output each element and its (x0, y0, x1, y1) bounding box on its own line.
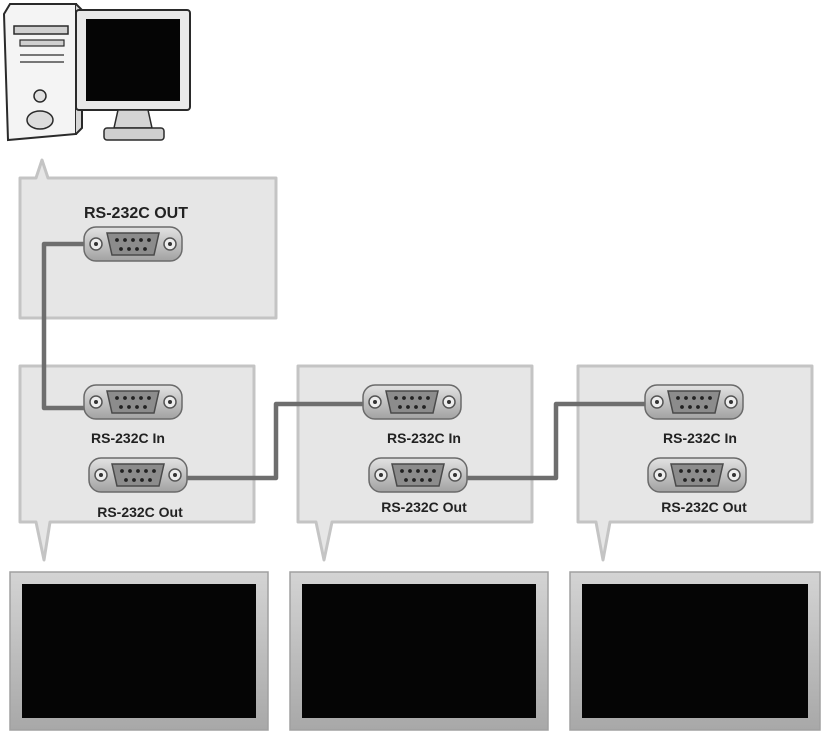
display-3-out-label: RS-232C Out (661, 499, 747, 515)
monitor-1-icon (9, 571, 269, 731)
display-2-out-label: RS-232C Out (381, 499, 467, 515)
display-1-in-label: RS-232C In (91, 430, 165, 446)
display-3-in-port[interactable] (644, 384, 744, 420)
pc-out-port[interactable] (83, 226, 183, 262)
pc-rs232c-panel: RS-232C OUT (18, 158, 278, 320)
desktop-computer-icon (2, 3, 191, 142)
display-1-in-port[interactable] (83, 384, 183, 420)
display-2-in-label: RS-232C In (387, 430, 461, 446)
display-3-in-label: RS-232C In (663, 430, 737, 446)
display-1-out-port[interactable] (88, 457, 188, 493)
cable-display-1-to-display-2 (187, 401, 363, 481)
pc-out-label: RS-232C OUT (84, 205, 188, 222)
display-3-panel: RS-232C In RS-232C Out (576, 364, 814, 562)
cable-display-2-to-display-3 (467, 401, 645, 481)
display-1-out-label: RS-232C Out (97, 504, 183, 520)
display-2-panel: RS-232C In RS-232C Out (296, 364, 534, 562)
monitor-3-icon (569, 571, 821, 731)
display-2-out-port[interactable] (368, 457, 468, 493)
display-1-panel: RS-232C In RS-232C Out (18, 364, 256, 562)
display-3-out-port[interactable] (647, 457, 747, 493)
cable-pc-to-display-1 (41, 241, 84, 411)
rs232c-cables (41, 241, 645, 481)
display-2-in-port[interactable] (362, 384, 462, 420)
monitor-2-icon (289, 571, 549, 731)
